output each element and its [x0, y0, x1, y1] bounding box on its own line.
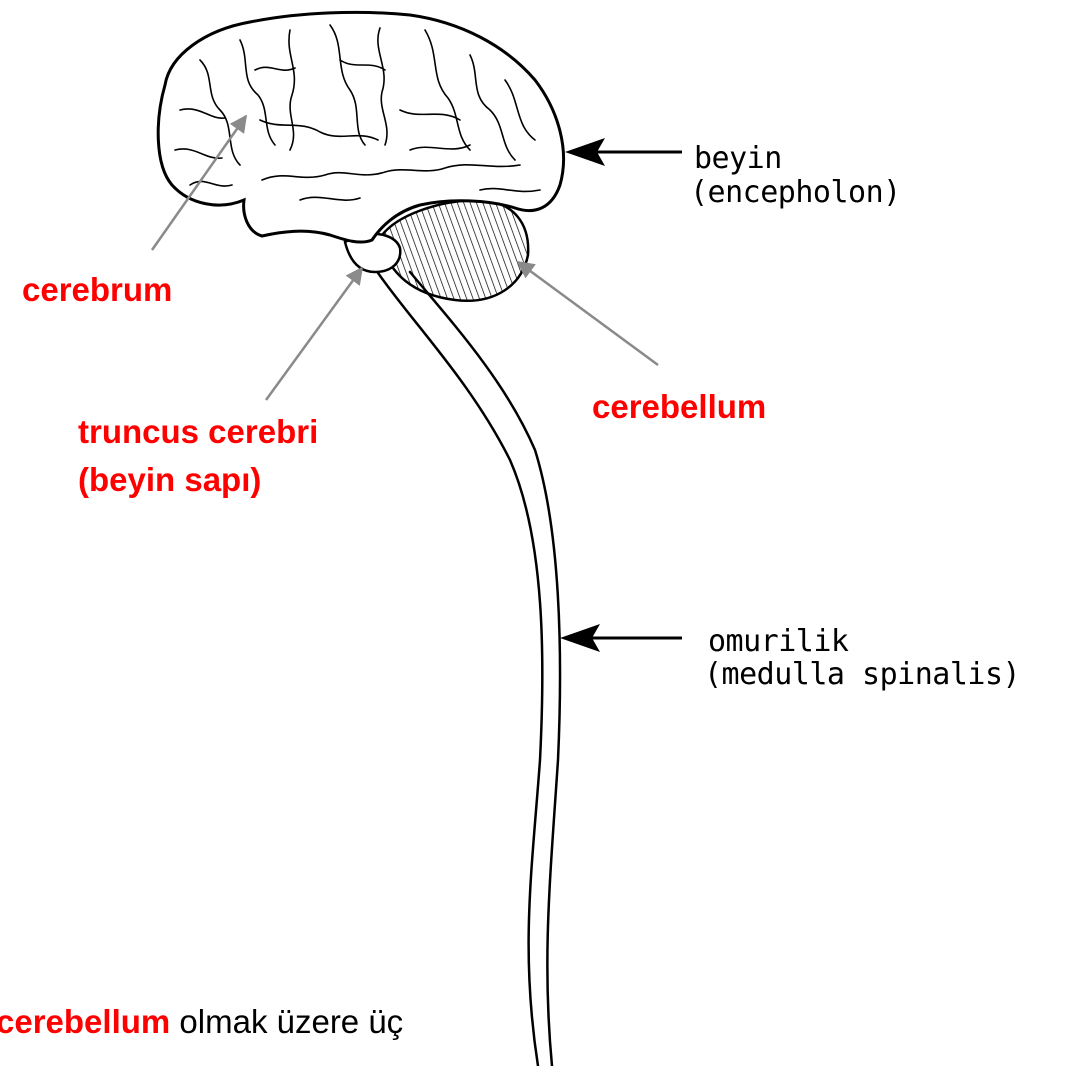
label-beyin: beyin [694, 144, 782, 174]
label-truncus-cerebri: truncus cerebri [78, 412, 318, 452]
footer-rest: olmak üzere üç [170, 1003, 403, 1040]
label-omurilik: omurilik [708, 627, 849, 657]
beyin-arrow [565, 138, 682, 166]
spinal-cord [376, 270, 560, 1066]
footer-text: cerebellum olmak üzere üç [0, 1002, 403, 1042]
label-medulla-spinalis: (medulla spinalis) [704, 660, 1020, 690]
truncus-pointer [266, 268, 362, 400]
label-beyin-sapi: (beyin sapı) [78, 460, 261, 500]
label-cerebellum: cerebellum [592, 387, 766, 427]
omurilik-arrow [560, 624, 682, 652]
cerebellum-pointer [518, 262, 658, 365]
cerebellum-shape [380, 200, 528, 301]
label-cerebrum: cerebrum [22, 270, 172, 310]
label-encepholon: (encepholon) [690, 178, 901, 208]
footer-highlight: cerebellum [0, 1003, 170, 1040]
